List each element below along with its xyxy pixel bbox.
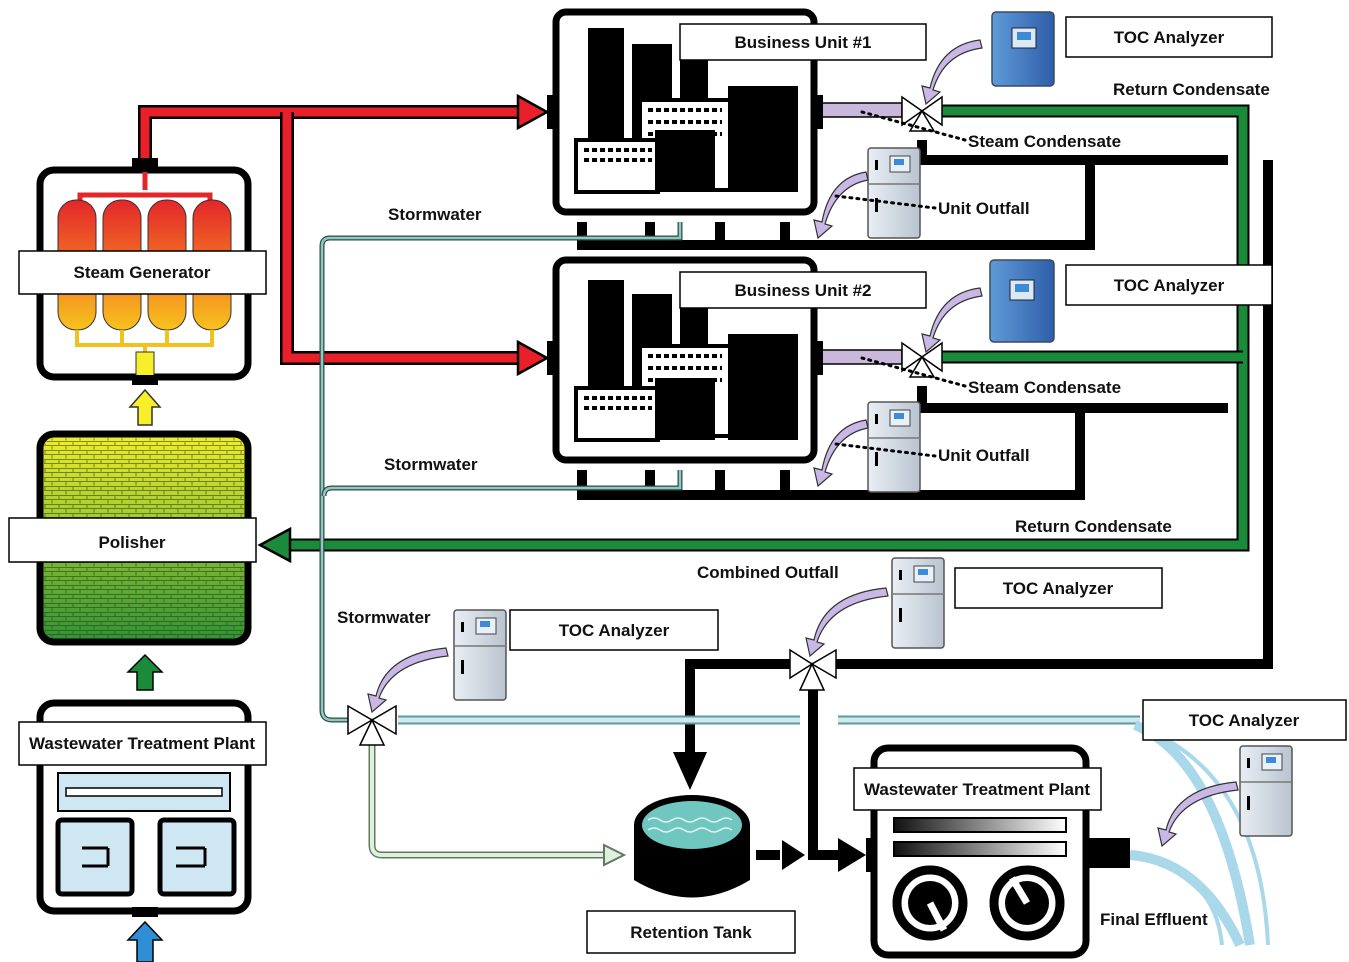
label-steam-condensate-bu1: Steam Condensate [968, 132, 1121, 151]
svg-text:Wastewater Treatment Plant: Wastewater Treatment Plant [864, 780, 1090, 799]
svg-text:Wastewater Treatment Plant: Wastewater Treatment Plant [29, 734, 255, 753]
toc-analyzer-device-bu1 [991, 11, 1055, 87]
valve-bu2 [901, 341, 943, 378]
leader-lines [834, 110, 967, 458]
treated-water-arrow [126, 653, 164, 691]
svg-text:Business Unit #2: Business Unit #2 [735, 281, 872, 300]
label-unit-outfall-bu1: Unit Outfall [938, 199, 1030, 218]
label-toc-analyzer-final: TOC Analyzer [1142, 699, 1347, 741]
label-steam-condensate-bu2: Steam Condensate [968, 378, 1121, 397]
raw-water-arrow [126, 920, 164, 962]
toc-analyzer-device-bu2 [989, 259, 1055, 343]
valve-stormwater [347, 704, 397, 746]
toc-analyzer-device-combined [891, 557, 945, 649]
steam-pipes [138, 93, 550, 377]
label-steam-generator: Steam Generator [18, 250, 267, 295]
label-combined-outfall: Combined Outfall [697, 563, 839, 582]
label-stormwater-bu1: Stormwater [388, 205, 482, 224]
business-unit-2 [547, 256, 823, 464]
label-wastewater-treatment-plant-right: Wastewater Treatment Plant [853, 767, 1102, 811]
stormwater-pipes [319, 222, 1140, 859]
outfall-pipes [577, 140, 1273, 860]
label-stormwater-main: Stormwater [337, 608, 431, 627]
label-final-effluent: Final Effluent [1100, 910, 1208, 929]
return-condensate-pipes [257, 104, 1250, 564]
label-polisher: Polisher [8, 517, 257, 563]
label-return-condensate-bottom: Return Condensate [1015, 517, 1172, 536]
label-return-condensate-top: Return Condensate [1113, 80, 1270, 99]
label-wastewater-treatment-plant-left: Wastewater Treatment Plant [18, 721, 267, 766]
svg-text:Steam Generator: Steam Generator [74, 263, 211, 282]
svg-text:TOC Analyzer: TOC Analyzer [1003, 579, 1114, 598]
condensate-stubs [821, 102, 903, 365]
valve-bu1 [901, 95, 943, 132]
label-toc-analyzer-combined: TOC Analyzer [954, 567, 1163, 609]
label-stormwater-bu2: Stormwater [384, 455, 478, 474]
label-retention-tank: Retention Tank [586, 910, 796, 954]
business-unit-1 [547, 8, 823, 216]
svg-text:TOC Analyzer: TOC Analyzer [559, 621, 670, 640]
svg-text:TOC Analyzer: TOC Analyzer [1114, 28, 1225, 47]
svg-text:Retention Tank: Retention Tank [630, 923, 752, 942]
label-toc-analyzer-bu1: TOC Analyzer [1065, 16, 1273, 58]
retention-tank [634, 795, 750, 898]
feedwater-arrow [128, 388, 162, 426]
sampling-arrows [367, 39, 1239, 848]
toc-analyzer-device-stormwater [453, 609, 507, 701]
svg-text:Business Unit #1: Business Unit #1 [735, 33, 872, 52]
toc-analyzer-device-outfall-bu1 [867, 147, 921, 239]
svg-text:TOC Analyzer: TOC Analyzer [1189, 711, 1300, 730]
toc-analyzer-device-final [1239, 745, 1293, 837]
label-toc-analyzer-stormwater: TOC Analyzer [509, 609, 719, 651]
label-business-unit-2: Business Unit #2 [679, 271, 927, 309]
label-toc-analyzer-bu2: TOC Analyzer [1065, 264, 1273, 306]
valve-combined [789, 648, 837, 691]
svg-text:TOC Analyzer: TOC Analyzer [1114, 276, 1225, 295]
label-business-unit-1: Business Unit #1 [679, 23, 927, 61]
svg-text:Polisher: Polisher [98, 533, 165, 552]
toc-analyzer-device-outfall-bu2 [867, 401, 921, 493]
label-unit-outfall-bu2: Unit Outfall [938, 446, 1030, 465]
